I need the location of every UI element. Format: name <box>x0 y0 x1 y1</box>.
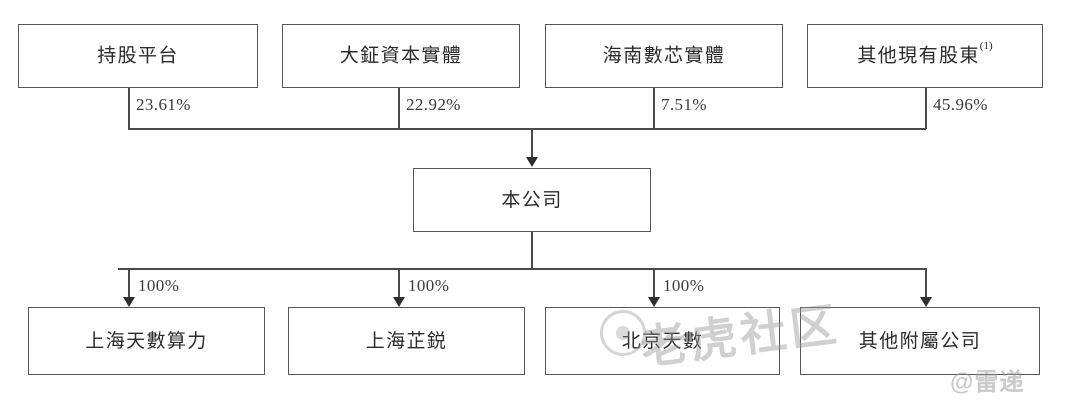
subsidiary-label: 上海芷鋭 <box>365 330 448 352</box>
shareholder-box-3: 海南數芯實體 <box>545 24 783 88</box>
subsidiary-label: 其他附屬公司 <box>858 330 982 352</box>
ownership-percent-2: 22.92% <box>406 95 461 114</box>
shareholder-label: 持股平台 <box>97 45 179 67</box>
subsidiary-box-3: 北京天數 <box>545 307 780 375</box>
arrow-down-to-subsidiary-3 <box>648 297 660 307</box>
ownership-percent-1: 23.61% <box>136 95 191 114</box>
connector-bus-to-company <box>531 128 533 158</box>
shareholder-box-2: 大鉦資本實體 <box>282 24 520 88</box>
ownership-percent-3: 7.51% <box>661 95 707 114</box>
connector-company-to-bus <box>531 232 533 269</box>
connector-subsidiary-4 <box>925 268 927 298</box>
subsidiary-percent-3: 100% <box>663 276 705 295</box>
upper-bus-line <box>128 128 926 130</box>
arrow-down-to-company <box>526 157 538 167</box>
subsidiary-box-1: 上海天數算力 <box>28 307 265 375</box>
connector-shareholder-2 <box>398 88 400 129</box>
shareholder-label: 海南數芯實體 <box>602 45 726 67</box>
shareholder-box-4: 其他現有股東(1) <box>807 24 1043 88</box>
subsidiary-percent-2: 100% <box>408 276 450 295</box>
subsidiary-box-2: 上海芷鋭 <box>288 307 525 375</box>
subsidiary-label: 上海天數算力 <box>85 330 208 352</box>
arrow-down-to-subsidiary-1 <box>123 297 135 307</box>
company-box: 本公司 <box>413 168 651 232</box>
connector-shareholder-1 <box>128 88 130 129</box>
connector-subsidiary-1 <box>128 268 130 298</box>
shareholder-box-1: 持股平台 <box>18 24 258 88</box>
shareholder-label: 其他現有股東 <box>857 45 980 67</box>
ownership-percent-4: 45.96% <box>933 95 988 114</box>
connector-subsidiary-3 <box>653 268 655 298</box>
arrow-down-to-subsidiary-2 <box>393 297 405 307</box>
connector-shareholder-4 <box>925 88 927 129</box>
subsidiary-box-4: 其他附屬公司 <box>800 307 1040 375</box>
company-label: 本公司 <box>501 189 563 211</box>
lower-bus-line <box>118 268 925 270</box>
shareholder-label: 大鉦資本實體 <box>339 45 463 67</box>
arrow-down-to-subsidiary-4 <box>920 297 932 307</box>
connector-subsidiary-2 <box>398 268 400 298</box>
subsidiary-percent-1: 100% <box>138 276 180 295</box>
shareholder-footnote: (1) <box>979 40 993 53</box>
connector-shareholder-3 <box>653 88 655 129</box>
subsidiary-label: 北京天數 <box>621 330 704 352</box>
